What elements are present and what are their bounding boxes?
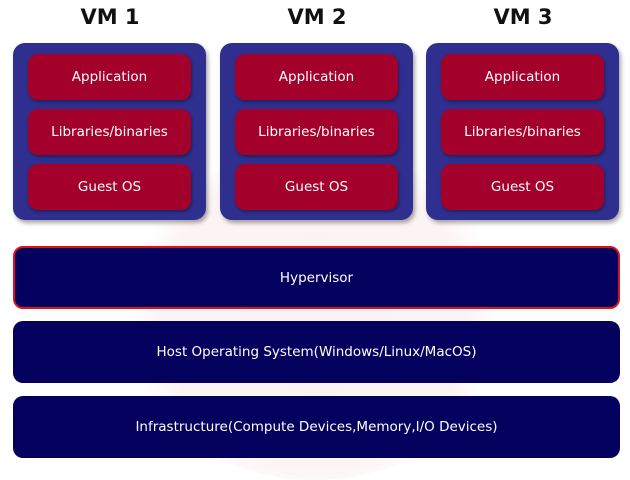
vm-3-libraries-layer: Libraries/binaries <box>441 109 604 155</box>
vm-1-application-layer: Application <box>28 54 191 100</box>
vm-1-libraries-layer: Libraries/binaries <box>28 109 191 155</box>
vm-3-title: VM 3 <box>493 5 553 29</box>
vm-1-box: Application Libraries/binaries Guest OS <box>13 43 206 220</box>
vm-2-box: Application Libraries/binaries Guest OS <box>220 43 413 220</box>
vm-3-box: Application Libraries/binaries Guest OS <box>426 43 619 220</box>
vm-2-title: VM 2 <box>287 5 347 29</box>
infrastructure-layer: Infrastructure(Compute Devices,Memory,I/… <box>13 396 620 458</box>
vm-2-guest-os-layer: Guest OS <box>235 164 398 210</box>
vm-1-title: VM 1 <box>80 5 140 29</box>
vm-3-guest-os-layer: Guest OS <box>441 164 604 210</box>
vm-3-application-layer: Application <box>441 54 604 100</box>
vm-2-libraries-layer: Libraries/binaries <box>235 109 398 155</box>
host-os-layer: Host Operating System(Windows/Linux/MacO… <box>13 321 620 383</box>
vm-2-application-layer: Application <box>235 54 398 100</box>
vm-1-guest-os-layer: Guest OS <box>28 164 191 210</box>
hypervisor-layer: Hypervisor <box>13 246 620 309</box>
